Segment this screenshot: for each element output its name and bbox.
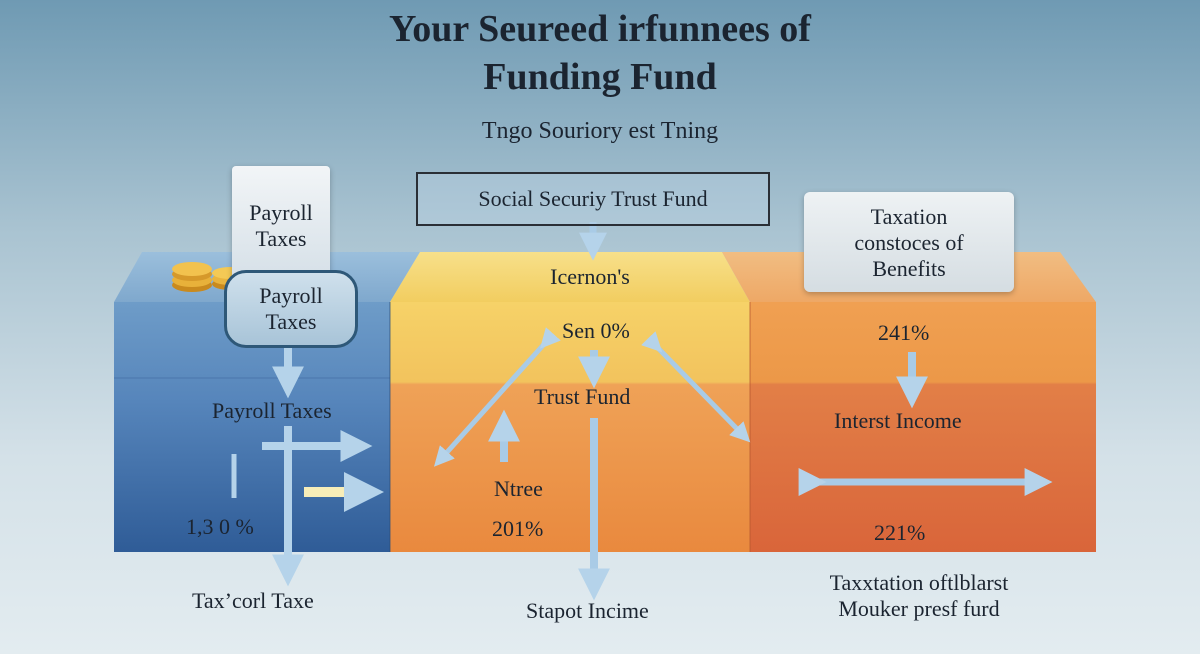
payroll-card-line-1: Payroll (249, 200, 313, 225)
middle-percent-top: Sen 0% (562, 318, 630, 343)
middle-below-label: Stapot Incime (526, 598, 649, 623)
taxation-card-line-2: constoces of (854, 230, 964, 255)
taxation-card-line-1: Taxation (870, 204, 948, 229)
middle-top-label: Icernon's (550, 264, 630, 289)
taxation-card: Taxation constoces of Benefits (804, 192, 1014, 292)
payroll-taxes-pill: Payroll Taxes (224, 270, 358, 348)
right-below-line-2: Mouker presf furd (838, 596, 1000, 621)
payroll-card-line-2: Taxes (255, 226, 307, 251)
right-mid-label: Interst Income (834, 408, 962, 433)
right-percent-top: 241% (878, 320, 930, 345)
right-block-front (750, 302, 1096, 552)
trust-fund-box: Social Securiy Trust Fund (416, 172, 770, 226)
title-line-1: Your Seureed irfunnees of (389, 8, 811, 50)
middle-percent-bottom: 201% (492, 516, 544, 541)
title-line-2: Funding Fund (483, 56, 717, 98)
right-percent-bottom: 221% (874, 520, 926, 545)
left-mid-label: Payroll Taxes (212, 398, 332, 423)
payroll-pill-line-2: Taxes (265, 309, 317, 334)
right-below-line-1: Taxxtation oftlblarst (829, 570, 1009, 595)
middle-block-top (390, 252, 750, 302)
left-below-label: Tax’corl Taxe (192, 588, 314, 613)
subtitle: Tngo Souriory est Tning (481, 118, 719, 144)
trust-fund-box-label: Social Securiy Trust Fund (478, 186, 708, 211)
arrow-middle-diag-left (433, 327, 561, 467)
middle-mid-label: Trust Fund (534, 384, 631, 409)
taxation-card-line-3: Benefits (872, 256, 946, 281)
payroll-pill-line-1: Payroll (259, 283, 323, 308)
middle-small-label: Ntree (494, 476, 543, 501)
arrow-middle-diag-right (641, 331, 751, 443)
left-percent: 1,3 0 % (186, 514, 254, 539)
